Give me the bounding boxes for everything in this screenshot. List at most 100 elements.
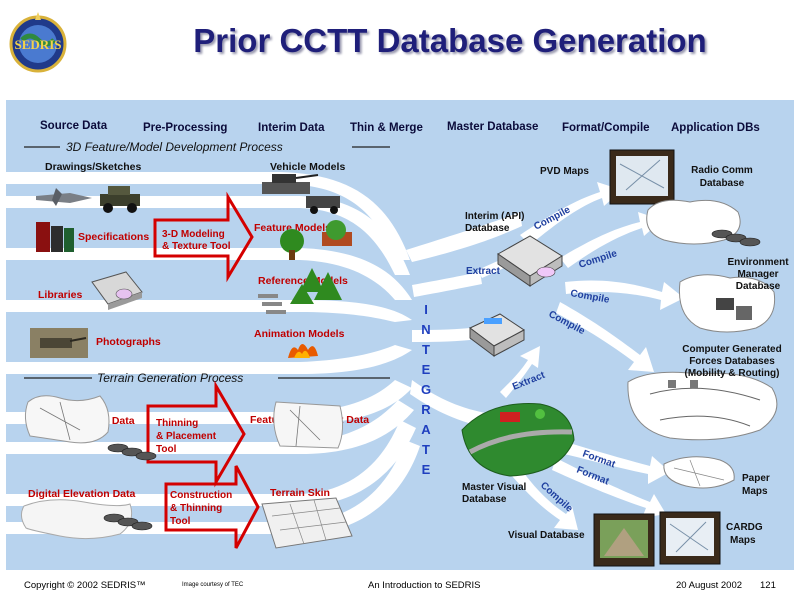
master-visual-label: Master Visual [462, 482, 527, 493]
integrate-letter: R [421, 402, 431, 417]
section-title: Terrain Generation Process [97, 371, 243, 385]
reference-grid-icon [258, 294, 286, 314]
app-label-visual-database: Visual Database [508, 530, 585, 541]
interim-label-vehicle-models: Vehicle Models [270, 161, 345, 173]
app-label-cgf: Computer Generated [682, 344, 781, 355]
flow-band [6, 172, 410, 260]
tank-model-icon [262, 174, 319, 194]
app-label-cardg-maps: CARDG [726, 522, 763, 533]
footer-title: An Introduction to SEDRIS [368, 580, 481, 591]
source-label-specifications: Specifications [78, 231, 149, 243]
integrate-letter: G [421, 382, 431, 397]
column-header-format-compile: Format/Compile [562, 122, 650, 134]
interim-label-animation-models: Animation Models [254, 328, 345, 340]
diagram-panel: Source Data Pre-Processing Interim Data … [6, 100, 794, 570]
app-label-radio: Radio Comm [691, 165, 753, 176]
placement-sheet-icon [273, 401, 344, 449]
books-icon [36, 222, 74, 252]
tree-house-icon [280, 220, 352, 260]
tank-photo-icon [30, 328, 88, 358]
cgf-cloud-icon [627, 371, 778, 441]
tool-label: Thinning [156, 418, 198, 429]
integrate-letter: E [422, 362, 431, 377]
paper-maps-icon [663, 456, 735, 489]
tool-label: Tool [170, 516, 191, 527]
tool-label: Construction [170, 490, 232, 501]
cd-disks-icon [107, 443, 157, 461]
arrow-to-visual [512, 468, 578, 530]
flow-band [412, 272, 482, 297]
drive-icon [469, 313, 525, 357]
truck-model-icon [306, 196, 340, 214]
flow-band [6, 400, 414, 454]
visual-db-monitor-icon [593, 513, 655, 567]
arrow-to-env [565, 280, 684, 310]
footer-date: 20 August 2002 [676, 580, 743, 591]
flow-band [410, 380, 490, 428]
source-label-digital-elevation: Digital Elevation Data [28, 488, 136, 500]
slide-title: Prior CCTT Database Generation [193, 22, 707, 59]
column-header-thin-merge: Thin & Merge [350, 122, 423, 134]
flow-label-compile: Compile [532, 204, 572, 232]
flow-band [412, 328, 470, 342]
integrate-letter: N [421, 322, 430, 337]
integrate-letter: E [422, 462, 431, 477]
integrate-label: I N T E G R A T E [421, 302, 431, 477]
flow-band [6, 420, 416, 506]
cd-disks-icon [711, 229, 761, 247]
footer: Copyright © 2002 SEDRIS™ Image courtesy … [0, 572, 800, 600]
app-label-environment: Manager [737, 269, 778, 280]
flow-band [406, 212, 522, 262]
interim-api-label: Interim (API) [465, 211, 524, 222]
column-header-interim: Interim Data [258, 122, 325, 134]
app-label-pvd-maps: PVD Maps [540, 166, 589, 177]
app-label-paper-maps: Paper [742, 473, 770, 484]
tool-label: Tool [156, 444, 177, 455]
flow-label-extract: Extract [511, 370, 547, 393]
arrow-extract-2 [500, 346, 540, 398]
integrate-letter: I [424, 302, 428, 317]
elevation-map-icon [20, 499, 133, 540]
flow-band [6, 248, 412, 300]
column-header-master: Master Database [447, 121, 538, 133]
integrate-letter: A [421, 422, 431, 437]
app-label-radio: Database [700, 178, 745, 189]
column-header-source: Source Data [40, 120, 108, 132]
column-header-application: Application DBs [671, 122, 760, 134]
fire-icon [288, 344, 318, 358]
footer-page-number: 121 [760, 580, 776, 591]
tool-arrow-modeling [153, 191, 254, 283]
footer-image-credit: Image courtesy of TEC [182, 582, 244, 588]
arrow-to-radio [560, 212, 662, 268]
pvd-monitor-icon [609, 149, 675, 205]
cardg-monitor-icon [659, 511, 721, 565]
integrate-letter: T [422, 342, 430, 357]
arrow-to-pvd [520, 182, 622, 245]
tool-label: & Thinning [170, 503, 222, 514]
footer-copyright: Copyright © 2002 SEDRIS™ [24, 580, 146, 591]
interim-api-drive-icon [497, 235, 563, 287]
app-label-paper-maps: Maps [742, 486, 768, 497]
jet-fighter-icon [36, 188, 92, 206]
app-label-cgf: Forces Databases [689, 356, 775, 367]
tool-label: & Texture Tool [162, 241, 231, 252]
tool-arrow-thinning [146, 380, 246, 488]
software-box-icon [91, 271, 143, 310]
source-label-drawings: Drawings/Sketches [45, 161, 141, 173]
app-label-cgf: (Mobility & Routing) [685, 368, 780, 379]
column-header-preprocessing: Pre-Processing [143, 122, 227, 134]
interim-api-label: Database [465, 223, 510, 234]
source-label-libraries: Libraries [38, 289, 83, 301]
app-label-environment: Environment [727, 257, 789, 268]
tool-label: 3-D Modeling [162, 229, 225, 240]
section-title: 3D Feature/Model Development Process [66, 140, 283, 154]
flow-diagram: Source Data Pre-Processing Interim Data … [6, 120, 789, 567]
integrate-letter: T [422, 442, 430, 457]
interim-label-terrain-skin: Terrain Skin [270, 487, 330, 499]
master-visual-terrain-icon [461, 403, 575, 477]
flow-label-extract: Extract [466, 266, 501, 277]
section-feature-model: 3D Feature/Model Development Process [24, 140, 390, 154]
tool-label: & Placement [156, 431, 217, 442]
military-jeep-icon [100, 186, 140, 213]
source-label-photographs: Photographs [96, 336, 161, 348]
